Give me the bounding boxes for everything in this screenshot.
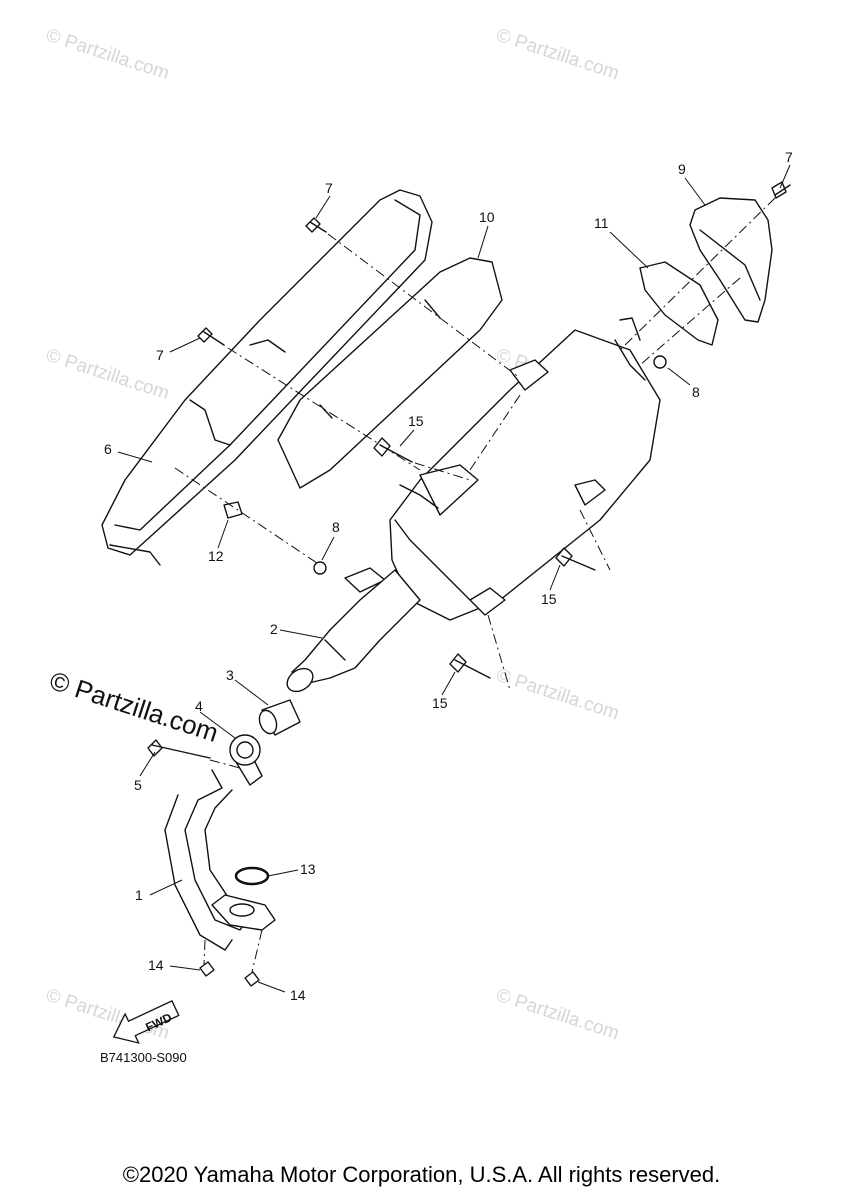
callout-3: 3 bbox=[226, 667, 234, 683]
part-2-outlet-pipe bbox=[286, 569, 421, 693]
alignment-lines bbox=[174, 197, 776, 973]
callout-15-right: 15 bbox=[541, 591, 557, 607]
watermark-2: © Partzilla.com bbox=[493, 25, 621, 85]
callout-7-right: 7 bbox=[785, 149, 793, 165]
callout-14-right: 14 bbox=[290, 987, 306, 1003]
leader-lines bbox=[117, 164, 791, 993]
callout-2: 2 bbox=[270, 621, 278, 637]
callout-4: 4 bbox=[195, 698, 203, 714]
fwd-arrow-icon bbox=[112, 1000, 180, 1044]
diagram-code: B741300-S090 bbox=[100, 1050, 187, 1065]
callout-7-top: 7 bbox=[325, 180, 333, 196]
callout-1: 1 bbox=[135, 887, 143, 903]
callout-12: 12 bbox=[208, 548, 224, 564]
part-12-grommet bbox=[223, 501, 243, 519]
copyright-notice: ©2020 Yamaha Motor Corporation, U.S.A. A… bbox=[122, 1162, 721, 1187]
part-1-exhaust-pipe bbox=[164, 769, 276, 951]
callout-15-top: 15 bbox=[408, 413, 424, 429]
callout-15-bottom: 15 bbox=[432, 695, 448, 711]
callout-10: 10 bbox=[479, 209, 495, 225]
muffler-body bbox=[344, 317, 661, 621]
callout-8-left: 8 bbox=[332, 519, 340, 535]
watermark-7: © Partzilla.com bbox=[493, 985, 621, 1045]
part-9-end-cap bbox=[689, 197, 773, 323]
callout-11: 11 bbox=[594, 215, 609, 231]
part-10-inner-heat-plate bbox=[277, 257, 503, 489]
part-11-small-shield bbox=[639, 261, 719, 346]
callout-8-right: 8 bbox=[692, 384, 700, 400]
callout-7-left: 7 bbox=[156, 347, 164, 363]
watermark-1: © Partzilla.com bbox=[43, 25, 171, 85]
watermark-5: © Partzilla.com bbox=[493, 665, 621, 725]
bolts bbox=[147, 181, 791, 987]
callout-13: 13 bbox=[300, 861, 316, 877]
callout-9: 9 bbox=[678, 161, 686, 177]
part-13-ring-gasket bbox=[234, 866, 270, 886]
part-3-gasket-sleeve bbox=[258, 699, 301, 736]
part-4-clamp bbox=[229, 734, 263, 786]
watermark-3: © Partzilla.com bbox=[43, 345, 171, 405]
callout-14-left: 14 bbox=[148, 957, 164, 973]
callout-5: 5 bbox=[134, 777, 142, 793]
callout-6: 6 bbox=[104, 441, 112, 457]
